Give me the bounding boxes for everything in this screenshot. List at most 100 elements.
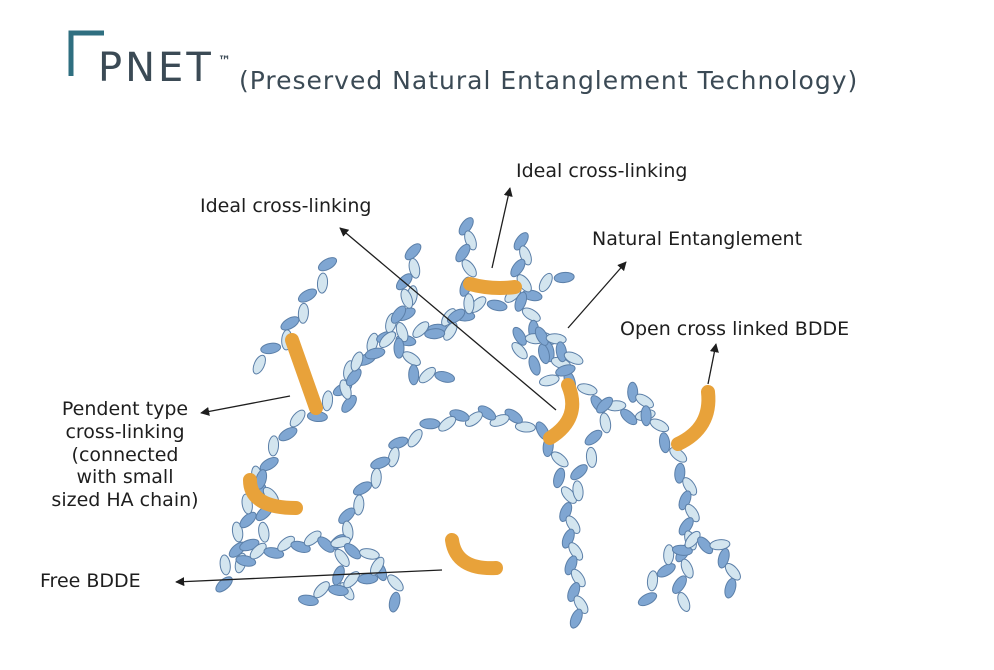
- ha-bead: [267, 435, 280, 457]
- ha-bead: [635, 393, 654, 409]
- ha-bead: [341, 394, 357, 413]
- ha-bead: [658, 432, 671, 454]
- ha-bead: [677, 592, 691, 612]
- arrow-natural: [567, 261, 627, 329]
- label-pendent-line-4: with small: [76, 466, 174, 489]
- ha-bead: [521, 307, 541, 322]
- ha-bead: [455, 243, 471, 263]
- ha-bead: [646, 570, 659, 592]
- label-pendent-line-5: sized HA chain): [51, 489, 199, 512]
- ha-bead: [572, 480, 584, 502]
- ha-bead: [534, 326, 549, 346]
- ha-bead: [249, 542, 267, 560]
- ha-bead: [219, 554, 231, 576]
- ha-bead: [239, 511, 257, 529]
- ha-bead: [678, 517, 694, 536]
- ha-bead: [538, 272, 553, 293]
- ha-bead: [458, 217, 474, 236]
- arrow-ideal-top: [491, 187, 513, 269]
- ha-bead: [577, 383, 598, 396]
- label-free-bdde: Free BDDE: [40, 570, 141, 592]
- ha-bead: [443, 321, 458, 341]
- ha-bead: [486, 299, 508, 312]
- ha-bead: [395, 322, 409, 343]
- ha-bead: [649, 418, 670, 433]
- ha-bead: [512, 326, 527, 346]
- ha-bead: [313, 581, 330, 599]
- crosslinker-pendent: [285, 333, 323, 415]
- ha-bead: [419, 418, 441, 430]
- ha-bead: [584, 429, 603, 446]
- ha-bead: [404, 243, 422, 261]
- ha-bead: [297, 288, 318, 303]
- ha-bead: [553, 271, 575, 284]
- ha-bead: [514, 421, 536, 433]
- ha-bead: [717, 547, 730, 569]
- ha-bead: [402, 351, 421, 366]
- ha-bead: [461, 259, 477, 278]
- label-pendent-line-3: (connected: [71, 443, 179, 466]
- ha-bead: [231, 521, 244, 543]
- ha-bead: [573, 595, 589, 614]
- ha-bead: [682, 477, 698, 496]
- ha-bead: [555, 341, 568, 363]
- ha-bead: [317, 536, 335, 553]
- ha-bead: [316, 272, 329, 294]
- ha-bead: [504, 408, 523, 424]
- bdde-crosslinkers: [243, 277, 716, 576]
- crosslinker-small-hook: [243, 473, 303, 515]
- ha-bead: [511, 342, 528, 360]
- ha-bead: [513, 232, 529, 251]
- ha-bead: [407, 429, 423, 448]
- ha-bead: [570, 464, 588, 481]
- ha-bead: [343, 571, 360, 589]
- ha-bead: [369, 556, 385, 576]
- ha-bead: [672, 575, 687, 594]
- ha-bead: [724, 563, 741, 581]
- ha-bead: [370, 467, 382, 489]
- ha-bead: [640, 405, 652, 427]
- ha-bead: [627, 381, 639, 403]
- label-open-cross-linked-bdde: Open cross linked BDDE: [620, 318, 850, 340]
- ha-bead: [303, 530, 322, 547]
- label-pendent-type: Pendent type cross-linking (connected wi…: [30, 398, 220, 512]
- ha-bead: [663, 544, 675, 566]
- ha-bead: [418, 366, 436, 384]
- ha-bead: [724, 577, 737, 599]
- ha-bead: [359, 548, 380, 560]
- ha-bead: [258, 521, 270, 543]
- ha-bead: [528, 355, 541, 376]
- arrow-pendent: [200, 395, 291, 416]
- ha-bead: [569, 608, 583, 629]
- ha-bead: [424, 328, 446, 340]
- ha-bead: [343, 543, 362, 560]
- ha-bead: [477, 405, 497, 421]
- ha-bead: [260, 342, 282, 355]
- ha-bead: [680, 558, 694, 579]
- ha-bead: [412, 321, 430, 338]
- ha-bead: [656, 563, 676, 578]
- ha-bead: [338, 507, 356, 524]
- ha-bead: [463, 293, 475, 315]
- ha-bead: [514, 291, 528, 312]
- label-pendent-line-1: Pendent type: [61, 398, 189, 420]
- ha-bead: [568, 542, 584, 561]
- arrow-ideal-left: [339, 227, 557, 411]
- ha-bead: [289, 409, 306, 428]
- brand-mark-icon: [68, 30, 104, 76]
- ha-bead: [297, 302, 309, 324]
- ha-bead: [620, 408, 638, 426]
- ha-bead: [551, 451, 569, 468]
- ha-bead: [278, 426, 298, 442]
- ha-bead: [596, 396, 614, 414]
- ha-bead: [446, 308, 466, 324]
- ha-bead: [352, 481, 373, 496]
- ha-bead: [563, 351, 584, 365]
- ha-bead: [697, 536, 714, 555]
- ha-bead: [387, 574, 404, 592]
- ha-bead: [585, 446, 598, 468]
- ha-bead: [350, 351, 364, 372]
- ha-bead: [684, 503, 700, 523]
- ha-bead: [370, 456, 391, 470]
